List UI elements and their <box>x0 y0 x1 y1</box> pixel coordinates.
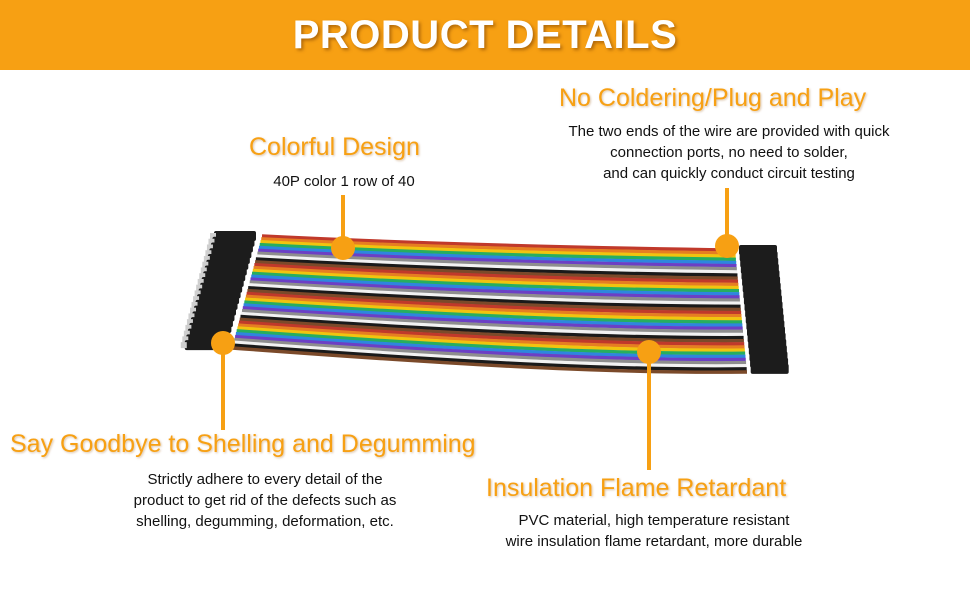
wire <box>254 263 739 283</box>
wire <box>241 311 744 337</box>
left-connector-pin <box>205 250 212 257</box>
left-connector-pin <box>197 278 204 285</box>
header-banner: PRODUCT DETAILS <box>0 0 970 70</box>
wire <box>254 260 738 280</box>
wire <box>244 297 742 321</box>
wire <box>260 240 736 258</box>
left-connector-pin <box>191 301 198 308</box>
feature-title-colorful: Colorful Design <box>249 133 420 161</box>
left-connector-pin <box>210 233 216 239</box>
right-connector <box>750 363 789 374</box>
left-connector-pin <box>208 238 215 245</box>
callout-line-colorful <box>341 195 345 247</box>
wire <box>234 337 747 365</box>
wire <box>242 306 743 330</box>
callout-dot-plug <box>715 234 739 258</box>
left-connector-pin <box>182 336 189 343</box>
wire <box>248 285 741 309</box>
wire <box>258 245 737 265</box>
wire <box>237 326 745 352</box>
left-connector-pin <box>188 313 195 320</box>
wire <box>257 251 737 271</box>
wire <box>247 288 741 312</box>
wire <box>231 346 748 374</box>
wire <box>261 234 736 252</box>
wire <box>251 271 740 293</box>
left-connector-pin <box>180 342 187 349</box>
left-connector-pin <box>202 261 209 268</box>
wire <box>236 329 746 356</box>
left-connector-pin <box>196 284 203 291</box>
wire <box>256 254 738 274</box>
feature-title-flame: Insulation Flame Retardant <box>486 474 787 502</box>
wire <box>248 283 741 305</box>
wire <box>251 274 740 296</box>
feature-desc-flame: PVC material, high temperature resistant… <box>505 512 803 550</box>
wire <box>243 303 743 327</box>
callout-line-shelling <box>221 345 225 430</box>
callout-line-flame <box>647 355 651 470</box>
feature-title-plug: No Coldering/Plug and Play <box>559 84 867 112</box>
wire <box>239 317 744 343</box>
wire <box>253 265 739 287</box>
left-connector-pin <box>190 307 196 314</box>
page-title: PRODUCT DETAILS <box>292 12 678 57</box>
left-connector-pin <box>200 267 207 274</box>
left-connector-pin <box>183 330 190 337</box>
wire <box>233 340 747 368</box>
left-connector-pin <box>206 244 213 251</box>
wire <box>241 308 744 334</box>
left-connector-pin <box>185 324 192 331</box>
wire <box>246 291 742 315</box>
wire <box>238 320 745 346</box>
left-connector-pin <box>193 296 200 303</box>
feature-desc-colorful: 40P color 1 row of 40 <box>273 173 415 190</box>
feature-title-shelling: Say Goodbye to Shelling and Degumming <box>10 430 476 458</box>
feature-desc-shelling: Strictly adhere to every detail of the p… <box>133 471 397 530</box>
wire <box>250 277 740 299</box>
wire <box>261 237 736 255</box>
wire <box>244 300 743 324</box>
left-connector-pin <box>186 319 193 326</box>
wire <box>245 294 742 318</box>
wire <box>258 248 737 268</box>
wire <box>249 280 740 302</box>
wire <box>259 242 736 262</box>
callout-line-plug <box>725 188 729 242</box>
wire <box>252 268 739 290</box>
wire <box>240 314 744 340</box>
feature-desc-plug: The two ends of the wire are provided wi… <box>568 123 890 182</box>
wire <box>234 334 746 362</box>
left-connector-pin <box>194 290 201 297</box>
wire <box>235 331 746 359</box>
callout-dot-colorful <box>331 236 355 260</box>
left-connector-pin <box>203 255 210 262</box>
wire <box>238 323 745 349</box>
left-connector-pin <box>199 273 206 280</box>
wire <box>232 343 747 371</box>
wire <box>255 257 738 277</box>
